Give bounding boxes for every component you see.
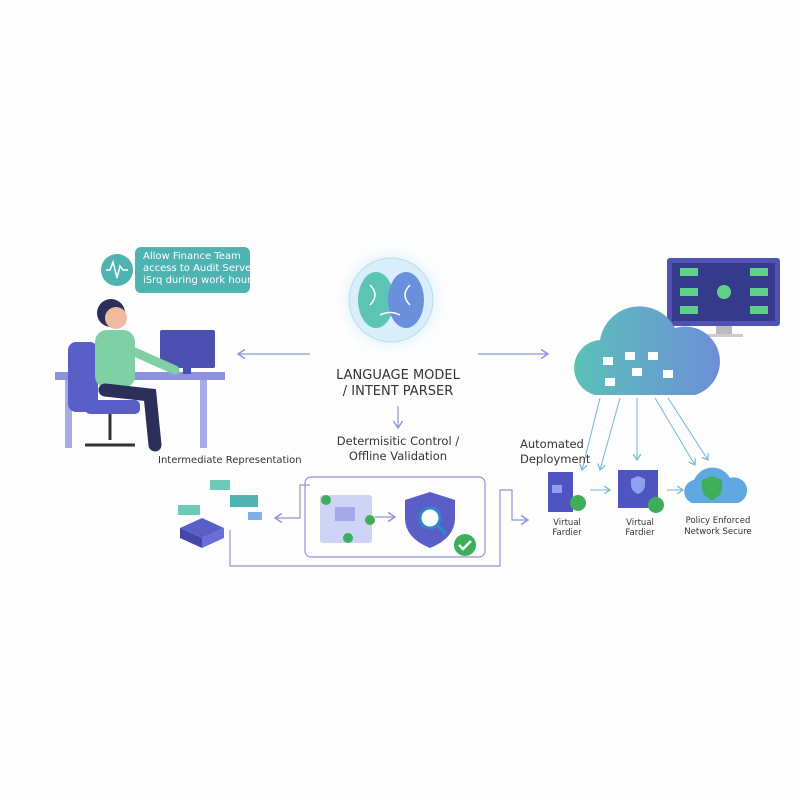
secure-cloud-icon [684, 467, 748, 503]
virtual-server-1-icon [548, 472, 586, 512]
title-line: LANGUAGE MODEL [336, 368, 460, 383]
speech-line: iSrq during work hours [143, 275, 257, 286]
label-line: Automated [520, 437, 584, 451]
label-line: Offline Validation [348, 449, 448, 463]
waveform-icon [101, 254, 133, 286]
intermediate-representation-label: Intermediate Representation [158, 455, 302, 466]
brain-icon [336, 245, 446, 355]
cloud-network-icon [574, 306, 720, 395]
label-line: Fardier [552, 528, 582, 538]
automated-deployment-label: Automated Deployment [520, 437, 590, 467]
node-label: Virtual Fardier [542, 518, 592, 538]
validation-label: Determisitic Control / Offline Validatio… [323, 434, 473, 464]
label-line: Virtual [626, 518, 654, 528]
label-line: Fardier [625, 528, 655, 538]
label-line: Determisitic Control / [336, 434, 460, 448]
speech-line: access to Audit Server [143, 263, 256, 274]
deployment-arrows [582, 397, 708, 490]
label-line: Deployment [520, 452, 591, 466]
validation-flow-icon [320, 495, 375, 543]
speech-line: Allow Finance Team [143, 251, 241, 262]
network-monitor-icon [667, 258, 780, 337]
node-label: Virtual Fardier [615, 518, 665, 538]
node-label: Policy Enforced Network Secure [678, 516, 758, 538]
label-line: Network Secure [684, 527, 752, 537]
label-line: Virtual [553, 518, 581, 528]
language-model-title: LANGUAGE MODEL / INTENT PARSER [318, 368, 478, 400]
flow-arrows [229, 354, 548, 567]
speech-bubble: Allow Finance Team access to Audit Serve… [135, 247, 257, 293]
title-line: / INTENT PARSER [342, 384, 454, 399]
intermediate-representation-blocks-icon [178, 480, 262, 548]
user-at-desk-illustration [55, 299, 225, 452]
virtual-server-2-icon [618, 470, 664, 513]
shield-search-icon [405, 492, 476, 556]
label-line: Policy Enforced [685, 516, 751, 526]
